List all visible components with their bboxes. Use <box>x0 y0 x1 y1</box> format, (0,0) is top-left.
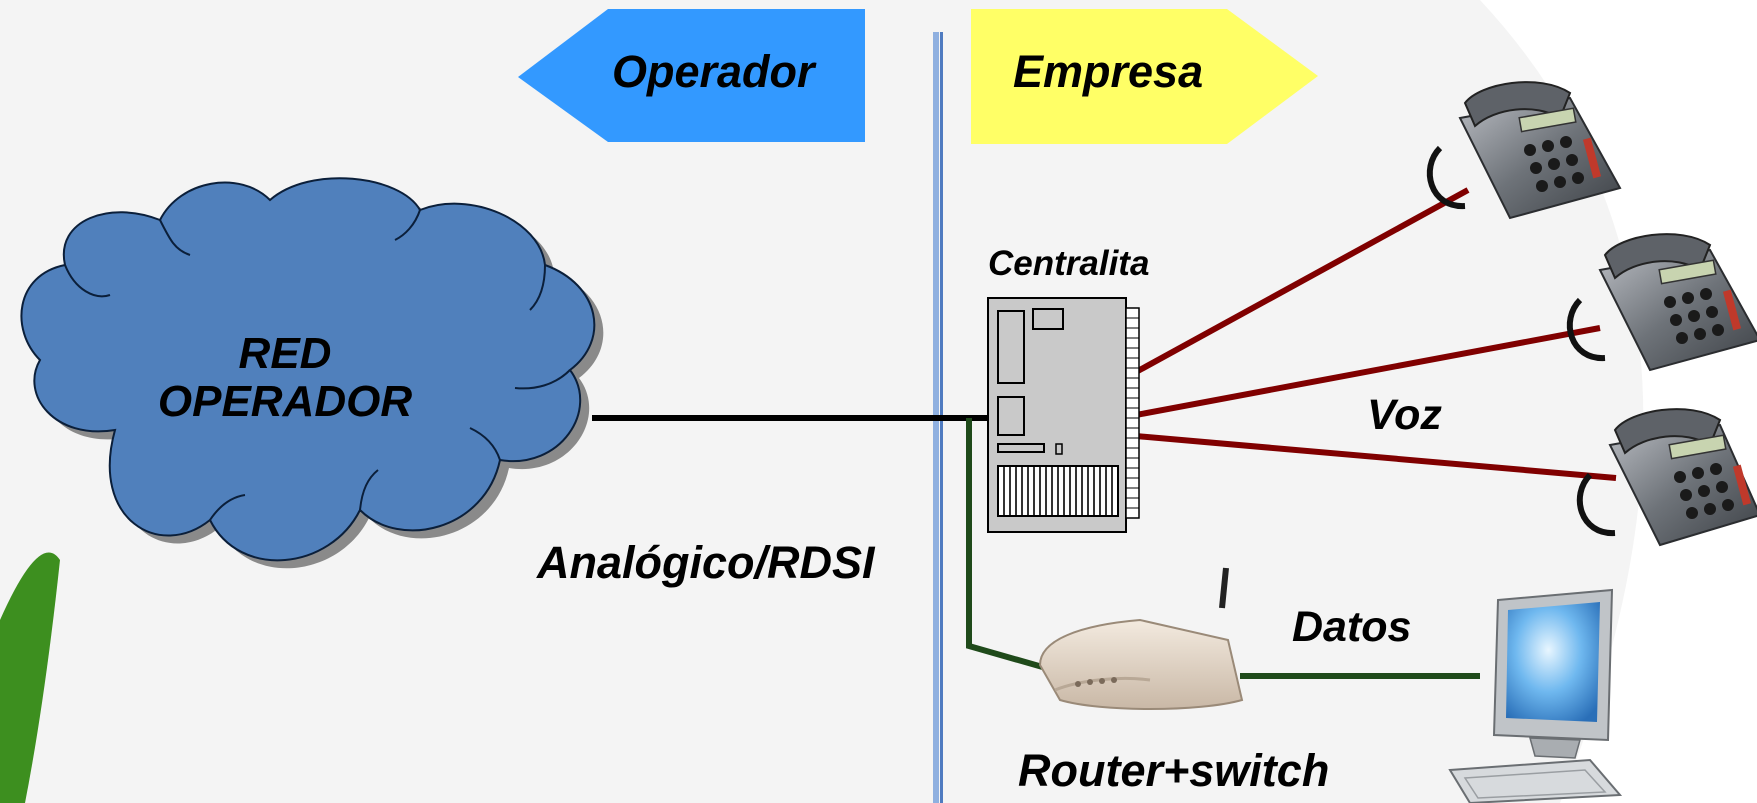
voice-line-3 <box>1135 433 1617 481</box>
voice-link-label: Voz <box>1367 391 1442 439</box>
empresa-zone-label: Empresa <box>1013 46 1204 97</box>
background-curve <box>1480 0 1757 803</box>
router-icon <box>1038 567 1244 710</box>
data-link-label: Datos <box>1292 603 1412 651</box>
router-link-line <box>966 418 1061 675</box>
telephone-1-icon <box>1426 81 1622 220</box>
cloud-label: RED OPERADOR <box>157 329 413 427</box>
telephone-3-icon <box>1576 408 1757 547</box>
telephone-2-icon <box>1566 233 1757 372</box>
empresa-arrow <box>971 9 1318 144</box>
operador-arrow <box>518 9 865 142</box>
pbx-label: Centralita <box>988 244 1150 283</box>
router-label: Router+switch <box>1018 745 1330 796</box>
operador-zone-label: Operador <box>612 46 815 97</box>
operator-cloud <box>20 177 604 569</box>
voice-line-2 <box>1135 325 1601 418</box>
voice-line-1 <box>1134 187 1470 375</box>
green-leaf-decoration <box>0 552 60 803</box>
pbx-board <box>987 297 1140 533</box>
computer-icon <box>1448 588 1623 803</box>
line-type-label: Analógico/RDSI <box>537 537 875 588</box>
